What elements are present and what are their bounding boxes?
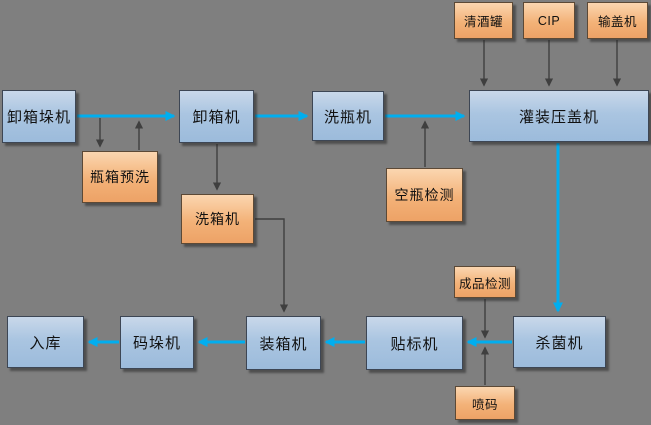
node-inkjet-coder: 喷码 (455, 386, 515, 420)
edge-crate-washer-case-packer (255, 218, 289, 313)
node-pasteurizer: 杀菌机 (513, 316, 606, 368)
node-depalletizer: 卸箱垛机 (2, 90, 76, 143)
node-bottle-washer: 洗瓶机 (312, 91, 384, 141)
node-empty-bottle-check: 空瓶检测 (386, 168, 463, 222)
node-filler-capper: 灌装压盖机 (469, 90, 649, 142)
node-beer-tank: 清酒罐 (454, 2, 513, 39)
node-palletizer: 码垛机 (120, 316, 194, 369)
node-crate-washer: 洗箱机 (181, 194, 254, 244)
node-warehouse: 入库 (7, 316, 84, 368)
node-decrater: 卸箱机 (179, 90, 254, 143)
node-case-packer: 装箱机 (246, 316, 321, 370)
node-cip: CIP (523, 2, 575, 39)
node-finished-check: 成品检测 (454, 266, 516, 298)
node-crate-prewash: 瓶箱预洗 (82, 151, 158, 203)
node-labeler: 贴标机 (366, 316, 463, 370)
node-cap-feeder: 输盖机 (587, 2, 648, 39)
